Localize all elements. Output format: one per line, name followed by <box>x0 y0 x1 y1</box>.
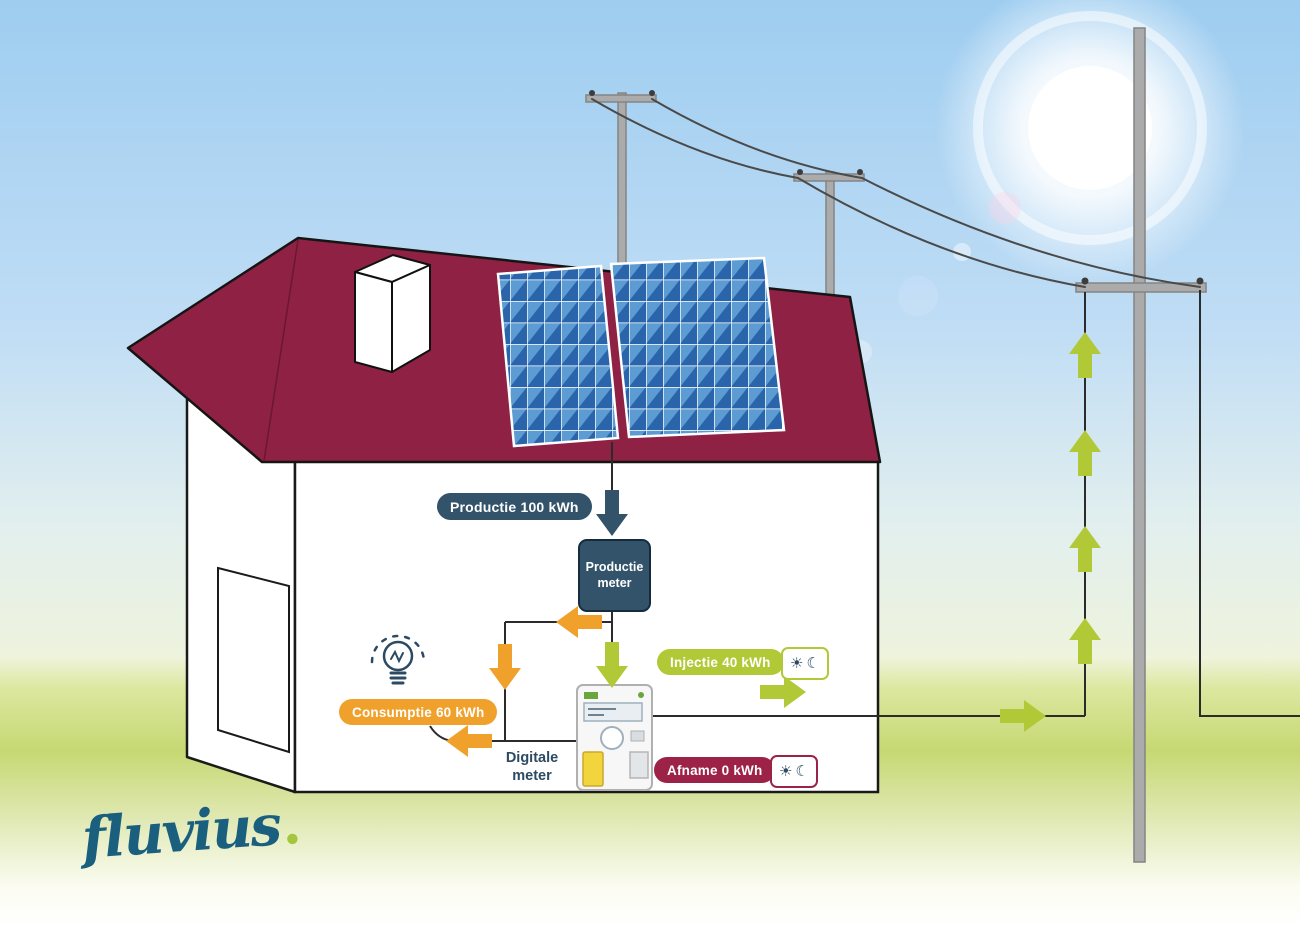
roof-ridge-edge <box>263 239 299 462</box>
solar-panel-right <box>609 256 786 439</box>
overhead-wires <box>591 98 1201 288</box>
productie-badge-label: Productie 100 kWh <box>450 498 579 515</box>
meter-display <box>583 702 643 722</box>
digital-meter-label-line1: Digitale <box>505 750 559 766</box>
moon-icon: ☾ <box>806 655 820 672</box>
digital-meter-label: Digitale meter <box>490 749 574 785</box>
lens-flare <box>989 192 1021 224</box>
injectie-badge-label: Injectie 40 kWh <box>670 654 771 670</box>
chimney <box>354 254 431 373</box>
afname-badge: Afname 0 kWh <box>654 757 776 783</box>
digital-meter-illustration <box>576 684 653 791</box>
productie-badge: Productie 100 kWh <box>437 493 592 520</box>
meter-yellow-cover <box>582 751 604 787</box>
power-lines <box>585 27 1207 863</box>
solar-panel-left <box>496 264 620 448</box>
consumptie-badge: Consumptie 60 kWh <box>339 699 498 725</box>
meter-dial <box>600 726 624 750</box>
afname-daynight-box: ☀ ☾ <box>770 755 818 788</box>
afname-badge-label: Afname 0 kWh <box>667 762 763 778</box>
fluvius-logo-text: fluvius <box>79 792 282 872</box>
sun-icon: ☀ <box>790 655 804 672</box>
moon-icon: ☾ <box>795 763 809 780</box>
consumptie-badge-label: Consumptie 60 kWh <box>352 704 485 720</box>
production-meter-line2: meter <box>597 575 632 590</box>
production-meter-line1: Productie <box>585 559 644 574</box>
sun <box>848 0 1245 364</box>
injectie-daynight-box: ☀ ☾ <box>781 647 829 680</box>
utility-pole-3 <box>1075 27 1207 863</box>
lightbulb-icon <box>370 634 426 685</box>
door <box>217 566 290 754</box>
solar-panels <box>496 256 786 448</box>
far-right-drop-wire <box>1199 290 1300 717</box>
digital-meter-label-line2: meter <box>512 768 552 785</box>
injectie-badge: Injectie 40 kWh <box>657 649 784 675</box>
production-meter-box: Productie meter <box>578 539 651 612</box>
sun-icon: ☀ <box>779 763 793 780</box>
